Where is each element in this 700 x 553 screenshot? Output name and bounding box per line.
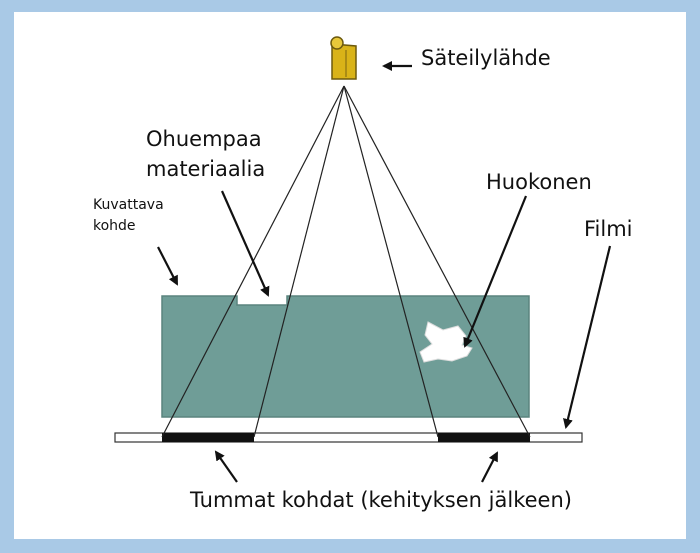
annotation-arrows [157,61,612,483]
object-arrow [157,246,178,286]
source-label: Säteilylähde [421,46,551,70]
thinner-material-label-line1: Ohuempaa [146,127,262,151]
object-label-line1: Kuvattava [93,197,164,213]
pore-shape [419,321,473,363]
pore-label: Huokonen [486,170,592,194]
object-label-line2: kohde [93,218,136,234]
thinner-material-arrow [220,190,270,297]
film-dark-spot-right [438,433,530,442]
film-strip [114,432,583,443]
thinner-material-label-line2: materiaalia [146,157,266,181]
dark-spots-label: Tummat kohdat (kehityksen jälkeen) [190,488,572,512]
pore-arrow [463,195,528,348]
film-dark-spot-left [162,433,254,442]
film-arrow [563,245,612,429]
dark-spot-left-arrow [214,450,238,483]
radiation-source-icon [330,36,357,80]
dark-spot-right-arrow [481,451,498,483]
object-block [161,295,530,418]
film-label: Filmi [584,217,633,241]
